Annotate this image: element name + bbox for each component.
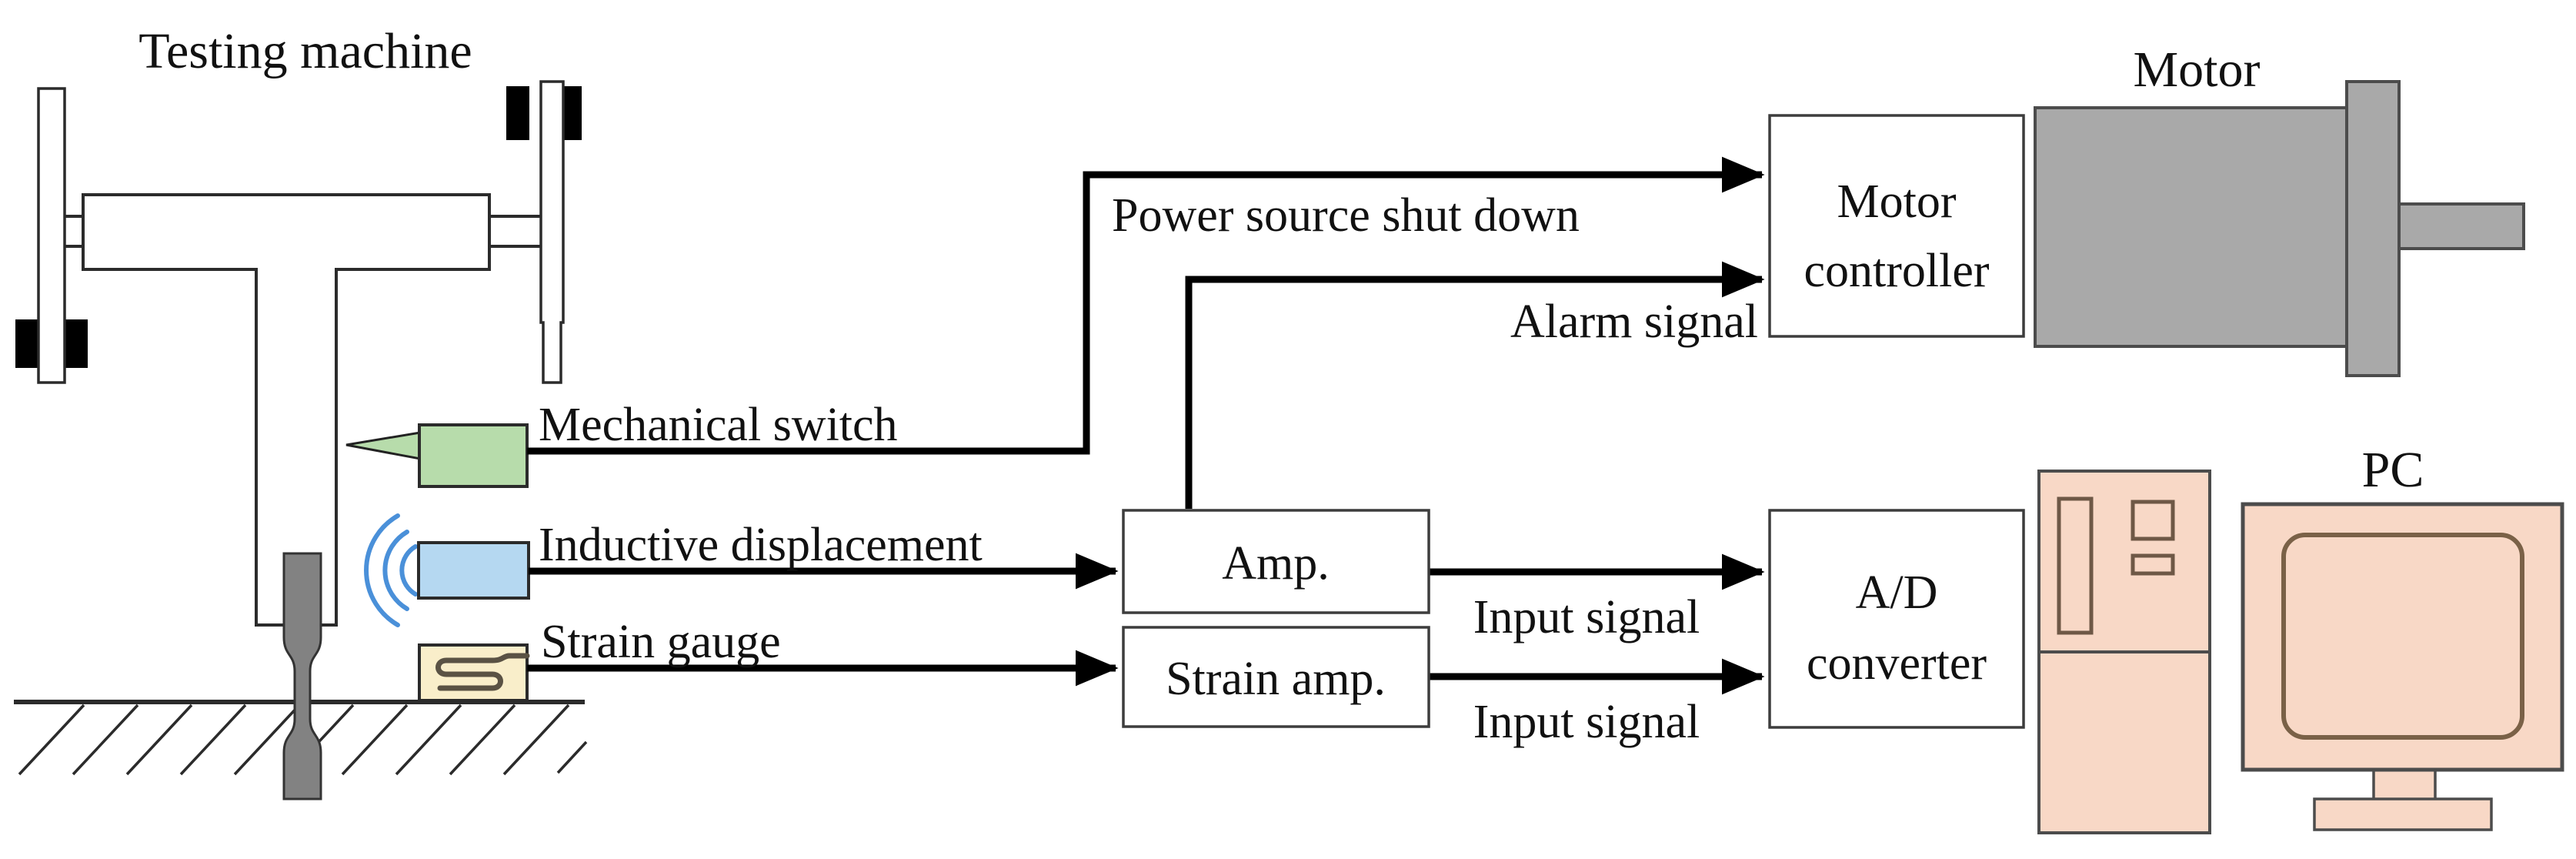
motor-flange	[2345, 80, 2401, 377]
inductive-displacement-label: Inductive displacement	[539, 519, 983, 571]
hatch-line	[125, 704, 193, 776]
monitor-stand-base	[2313, 797, 2493, 831]
pc-tower-button-large	[2131, 500, 2175, 541]
hatch-line	[395, 704, 462, 776]
motor-controller-label-line2: controller	[1804, 245, 1989, 297]
pc-tower-button-small	[2131, 553, 2175, 576]
left-column-block-inner	[65, 319, 88, 368]
hatch-line	[556, 740, 588, 774]
input-signal-bottom-label: Input signal	[1473, 696, 1700, 748]
strain-gauge-grid-icon	[435, 653, 530, 691]
monitor-screen	[2281, 533, 2524, 740]
hatch-line	[449, 704, 516, 776]
alarm-signal-label: Alarm signal	[1510, 296, 1758, 348]
specimen	[282, 552, 322, 801]
mechanical-switch-label: Mechanical switch	[539, 399, 898, 451]
input-signal-top-label: Input signal	[1473, 591, 1700, 643]
left-column-block-outer	[15, 319, 38, 368]
sensors	[345, 423, 530, 702]
crosshead-and-ram	[82, 193, 491, 627]
hatch-line	[179, 704, 247, 776]
motor-controller-label-line1: Motor	[1837, 175, 1957, 228]
signal-lines	[527, 156, 1765, 695]
motor-title: Motor	[2134, 42, 2261, 98]
testing-machine: Testing machine	[14, 23, 588, 801]
monitor-stand-neck	[2372, 767, 2437, 802]
right-column-block-outer	[506, 86, 529, 140]
pc-tower-drive-slot	[2057, 496, 2094, 635]
inductive-wave-icon	[364, 513, 418, 627]
wave-arc	[382, 530, 409, 611]
amp-box	[1122, 509, 1430, 614]
monitor-bezel	[2241, 502, 2564, 772]
ad-converter-label-line1: A/D	[1856, 567, 1938, 619]
motor-body	[2034, 106, 2348, 348]
hatch-line	[502, 704, 570, 776]
motor: Motor	[2034, 42, 2525, 377]
mechanical-switch-probe-tip	[345, 431, 422, 460]
right-column	[539, 80, 565, 384]
hatch-line	[233, 704, 301, 776]
hatch-line	[72, 704, 139, 776]
strain-gauge-label: Strain gauge	[541, 616, 781, 668]
pc-title: PC	[2362, 442, 2424, 498]
strain-amp-label: Strain amp.	[1166, 653, 1386, 705]
left-column	[37, 87, 66, 384]
alarm-signal-line	[1185, 261, 1765, 509]
pc: PC	[2037, 442, 2564, 834]
flow-boxes: Amp. Strain amp. Motor controller A/D co…	[1122, 114, 2025, 729]
motor-shaft	[2397, 202, 2525, 250]
strain-amp-box	[1122, 626, 1430, 728]
inductive-displacement-body	[417, 541, 530, 600]
mechanical-switch-body	[418, 423, 529, 488]
hatch-line	[18, 704, 85, 776]
motor-controller-box	[1768, 114, 2025, 338]
amp-label: Amp.	[1222, 537, 1330, 590]
ad-converter-label-line2: converter	[1807, 637, 1987, 690]
hatch-line	[341, 704, 409, 776]
power-shutdown-line	[527, 156, 1765, 455]
testing-machine-title: Testing machine	[138, 23, 472, 79]
ad-converter-box	[1768, 509, 2025, 729]
wave-arc	[399, 544, 418, 597]
wave-arc	[364, 513, 400, 627]
power-shutdown-label: Power source shut down	[1112, 189, 1580, 242]
